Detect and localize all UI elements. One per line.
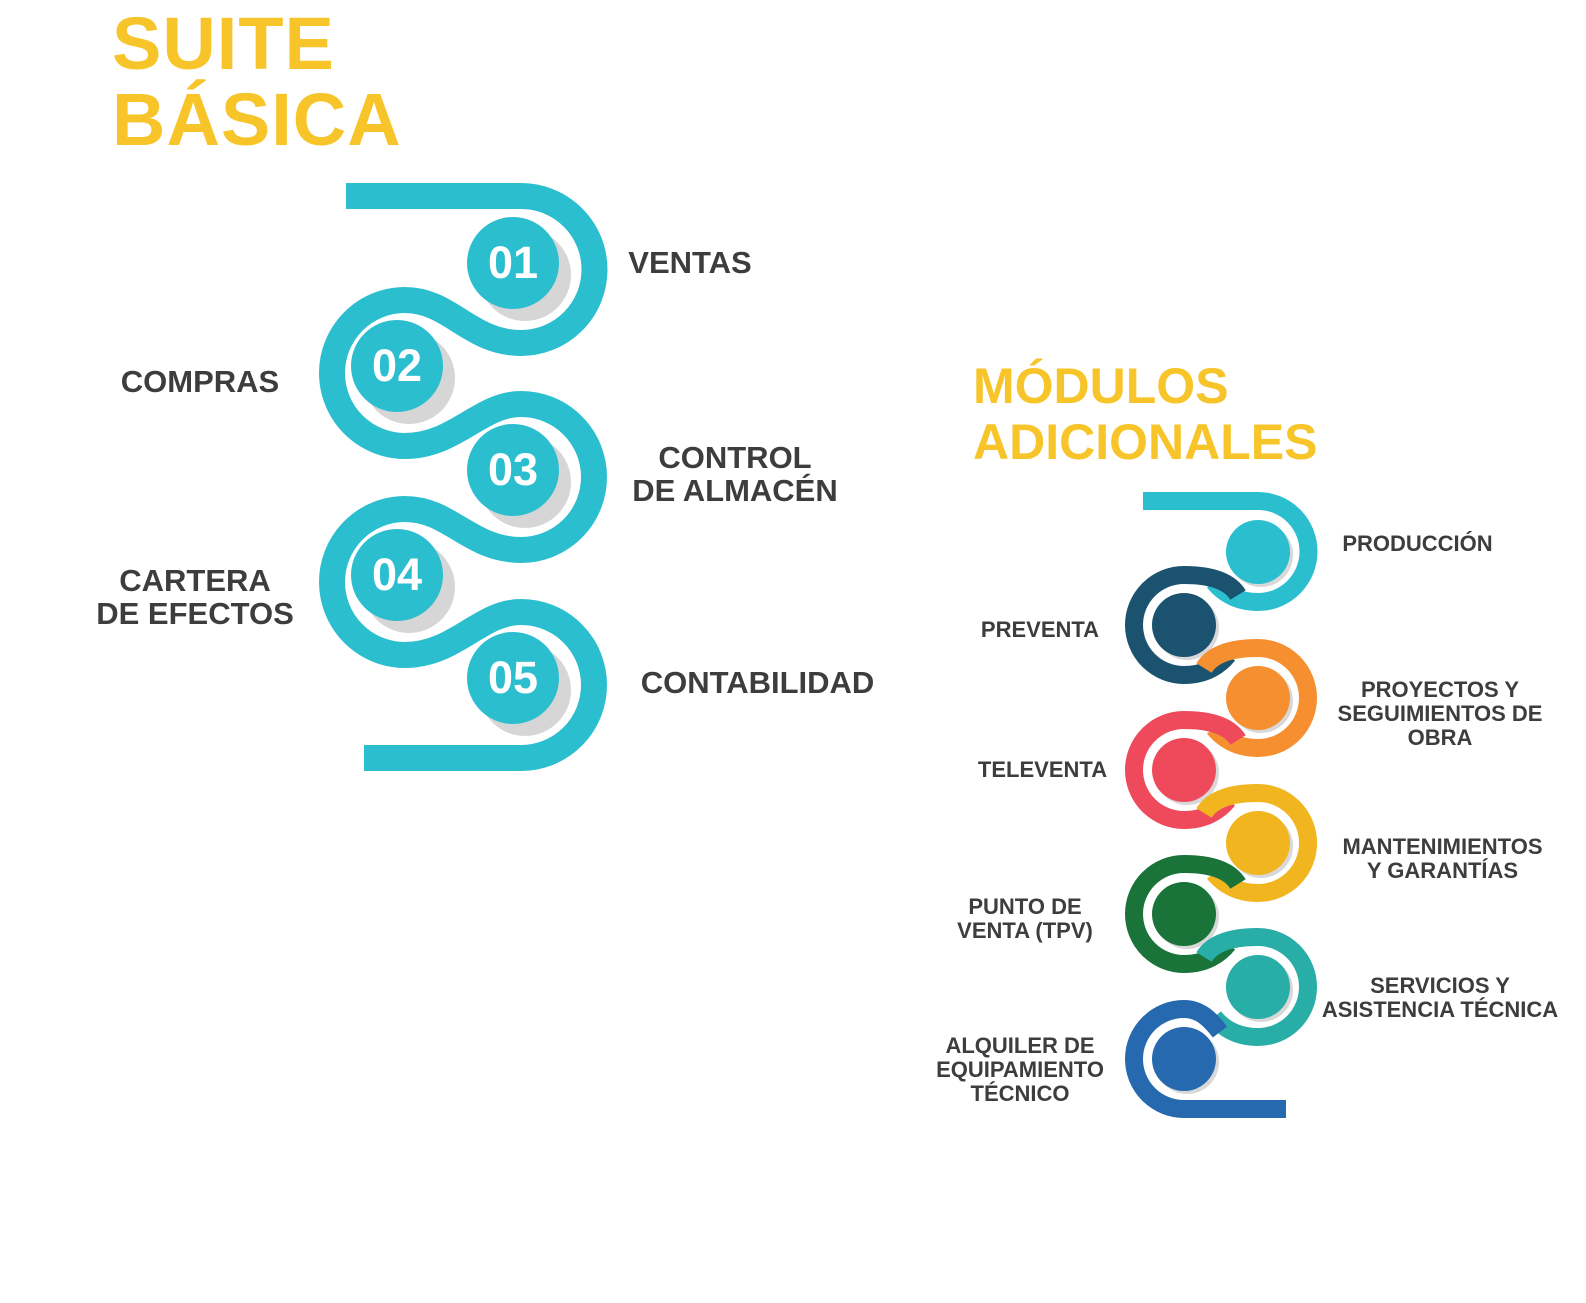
module-label-servicios: SERVICIOS Y ASISTENCIA TÉCNICA	[1321, 973, 1559, 1022]
module-label-preventa: PREVENTA	[980, 617, 1100, 642]
module-segment-1	[1143, 492, 1318, 612]
module-node-1	[1226, 520, 1290, 584]
module-node-6	[1152, 882, 1216, 946]
suite-snake-path	[319, 183, 608, 771]
modules-title-line2: ADICIONALES	[973, 414, 1318, 470]
modules-title: MÓDULOS ADICIONALES	[973, 358, 1317, 470]
suite-node-number-1: 01	[488, 237, 538, 288]
module-segment-3	[1196, 638, 1317, 758]
suite-label-ventas: VENTAS	[628, 245, 752, 280]
module-label-punto-venta: PUNTO DE VENTA (TPV)	[957, 894, 1093, 943]
suite-label-cartera-efectos: CARTERA DE EFECTOS	[96, 563, 294, 631]
suite-node-2	[351, 320, 443, 412]
suite-node-number-4: 04	[372, 549, 422, 600]
module-label-alquiler: ALQUILER DE EQUIPAMIENTO TÉCNICO	[936, 1033, 1104, 1106]
module-label-televenta: TELEVENTA	[977, 757, 1108, 782]
suite-node-number-5: 05	[488, 652, 538, 703]
module-label-produccion: PRODUCCIÓN	[1342, 531, 1493, 556]
module-segment-4	[1125, 710, 1246, 830]
suite-node-3	[467, 424, 559, 516]
suite-title-line2: BÁSICA	[112, 78, 402, 161]
suite-node-number-2: 02	[372, 340, 422, 391]
modules-title-line1: MÓDULOS	[973, 358, 1229, 414]
module-node-2	[1152, 593, 1216, 657]
module-node-5	[1226, 811, 1290, 875]
suite-title: SUITE BÁSICA	[112, 6, 402, 158]
module-label-mantenimientos: MANTENIMIENTOS Y GARANTÍAS	[1342, 834, 1543, 883]
module-node-3	[1226, 666, 1290, 730]
suite-label-control-almacen: CONTROL DE ALMACÉN	[632, 440, 838, 508]
module-segment-6	[1125, 854, 1246, 974]
suite-label-compras: COMPRAS	[120, 364, 280, 399]
suite-node-number-3: 03	[488, 444, 538, 495]
suite-label-contabilidad: CONTABILIDAD	[640, 665, 875, 700]
suite-node-5	[467, 632, 559, 724]
module-segment-8	[1125, 999, 1286, 1118]
suite-node-1	[467, 217, 559, 309]
suite-title-line1: SUITE	[112, 2, 335, 85]
module-segment-7	[1196, 927, 1317, 1047]
module-segment-2	[1125, 565, 1246, 685]
suite-node-4	[351, 529, 443, 621]
module-label-proyectos: PROYECTOS Y SEGUIMIENTOS DE OBRA	[1337, 677, 1543, 750]
module-node-7	[1226, 955, 1290, 1019]
module-node-8	[1152, 1027, 1216, 1091]
module-segment-5	[1196, 783, 1317, 903]
module-node-4	[1152, 738, 1216, 802]
